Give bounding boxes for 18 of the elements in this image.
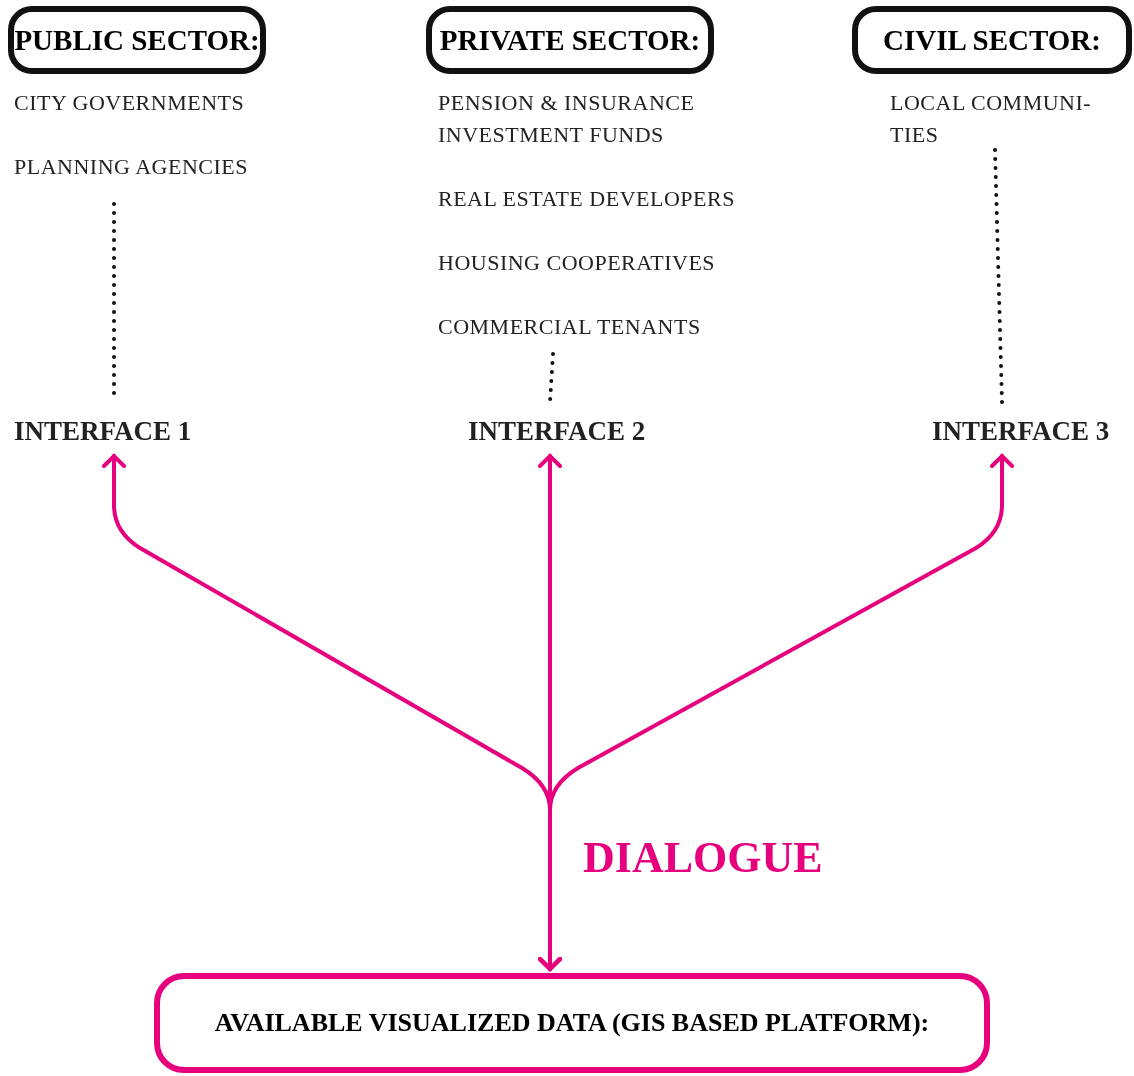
list-item: LOCAL COMMUNI- TIES [890,89,1093,149]
interface-label: INTERFACE 1 [14,416,214,452]
list-item: PLANNING AGENCIES [14,153,249,181]
list-item: PENSION & INSURANCE INVESTMENT FUNDS [438,89,696,149]
sector-box: PUBLIC SECTOR: [8,6,266,74]
double-arrow [538,454,1014,971]
dotted-connector [993,148,1004,404]
list-item: COMMERCIAL TENANTS [438,313,702,341]
interface-label: INTERFACE 2 [468,416,668,452]
sector-box: CIVIL SECTOR: [852,6,1132,74]
list-item: HOUSING COOPERATIVES [438,249,717,277]
sector-box: PRIVATE SECTOR: [426,6,714,74]
platform-box: AVAILABLE VISUALIZED DATA (GIS BASED PLATFORM): [154,973,990,1073]
dotted-connector [548,352,555,404]
list-item: CITY GOVERNMENTS [14,89,246,117]
list-item: REAL ESTATE DEVELOPERS [438,185,736,213]
dialogue-label: DIALOGUE [583,832,823,883]
interface-label: INTERFACE 3 [932,416,1132,452]
